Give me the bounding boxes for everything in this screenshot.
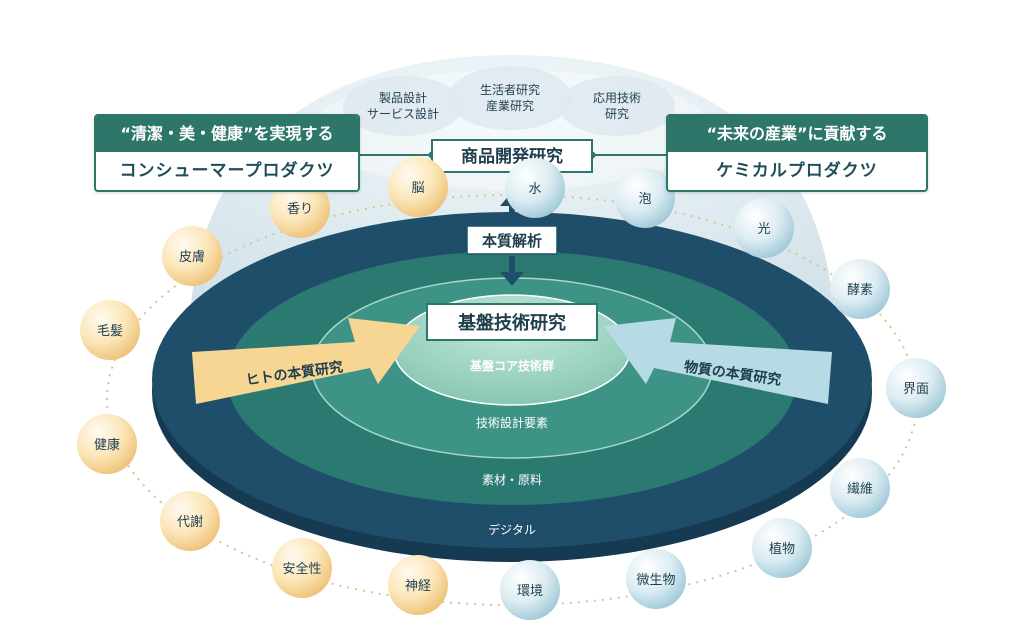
topic-circle [830,458,890,518]
topic-label: 健康 [94,437,120,453]
topic-circle [752,518,812,578]
topic-circle [160,491,220,551]
product-research-box [431,139,593,173]
topic-label: 安全性 [282,561,321,577]
topic-circle [500,560,560,620]
topic-label: 繊維 [847,481,873,497]
bubble-label-consumer-research: 生活者研究産業研究 [480,82,540,113]
essence-analysis-label: 本質解析 [482,232,542,250]
chemical-products-subtitle: ケミカルプロダクツ [716,161,878,181]
topic-circle [505,158,565,218]
topic-label: 皮膚 [179,249,205,265]
bubble-label-product-design: 製品設計サービス設計 [367,90,439,121]
topic-circle [270,178,330,238]
essence-analysis-box [466,225,558,255]
topic-label: 微生物 [636,573,675,588]
topic-circle [77,414,137,474]
chemical-products-title: “未来の産業”に貢献する [668,116,926,152]
layer-label-materials: 素材・原料 [482,473,542,487]
topic-circle [162,226,222,286]
topic-label: 泡 [638,192,651,207]
topic-label: 水 [528,182,541,197]
core-research-box [426,303,598,341]
topic-circle [388,555,448,615]
topic-label: 代謝 [177,515,203,530]
topic-circle [80,300,140,360]
product-bubble: 応用技術研究 [559,76,675,136]
topic-label: 脳 [411,181,424,196]
product-bubble: 生活者研究産業研究 [448,66,572,130]
topic-circle [272,538,332,598]
product-bubble: 製品設計サービス設計 [343,76,463,136]
topic-circle [830,259,890,319]
topic-circle [615,168,675,228]
topic-circle [388,157,448,217]
topic-label: 環境 [517,584,543,599]
topic-label: 植物 [769,542,795,557]
layer-label-core: 基盤コア技術群 [469,358,554,373]
topic-circle [886,358,946,418]
topic-circle [734,198,794,258]
bubble-label-applied-tech: 応用技術研究 [593,91,641,121]
consumer-products-title: “清潔・美・健康”を実現する [96,116,358,152]
topic-label: 酵素 [847,283,873,298]
core-research-label: 基盤技術研究 [457,312,566,334]
topic-label: 香り [287,202,313,217]
layer-label-design: 技術設計要素 [476,415,548,430]
topic-label: 神経 [405,579,431,594]
material-essence-arrow [604,318,832,404]
topic-label: 界面 [903,382,929,397]
human-essence-arrow [192,318,420,404]
topic-label: 光 [757,222,770,237]
layer-label-digital: デジタル [488,522,536,537]
topic-label: 毛髪 [97,324,123,339]
topic-circle [626,549,686,609]
consumer-products-box: “清潔・美・健康”を実現する コンシューマープロダクツ [94,114,360,192]
chemical-products-box: “未来の産業”に貢献する ケミカルプロダクツ [666,114,928,192]
consumer-products-subtitle: コンシューマープロダクツ [119,161,335,181]
